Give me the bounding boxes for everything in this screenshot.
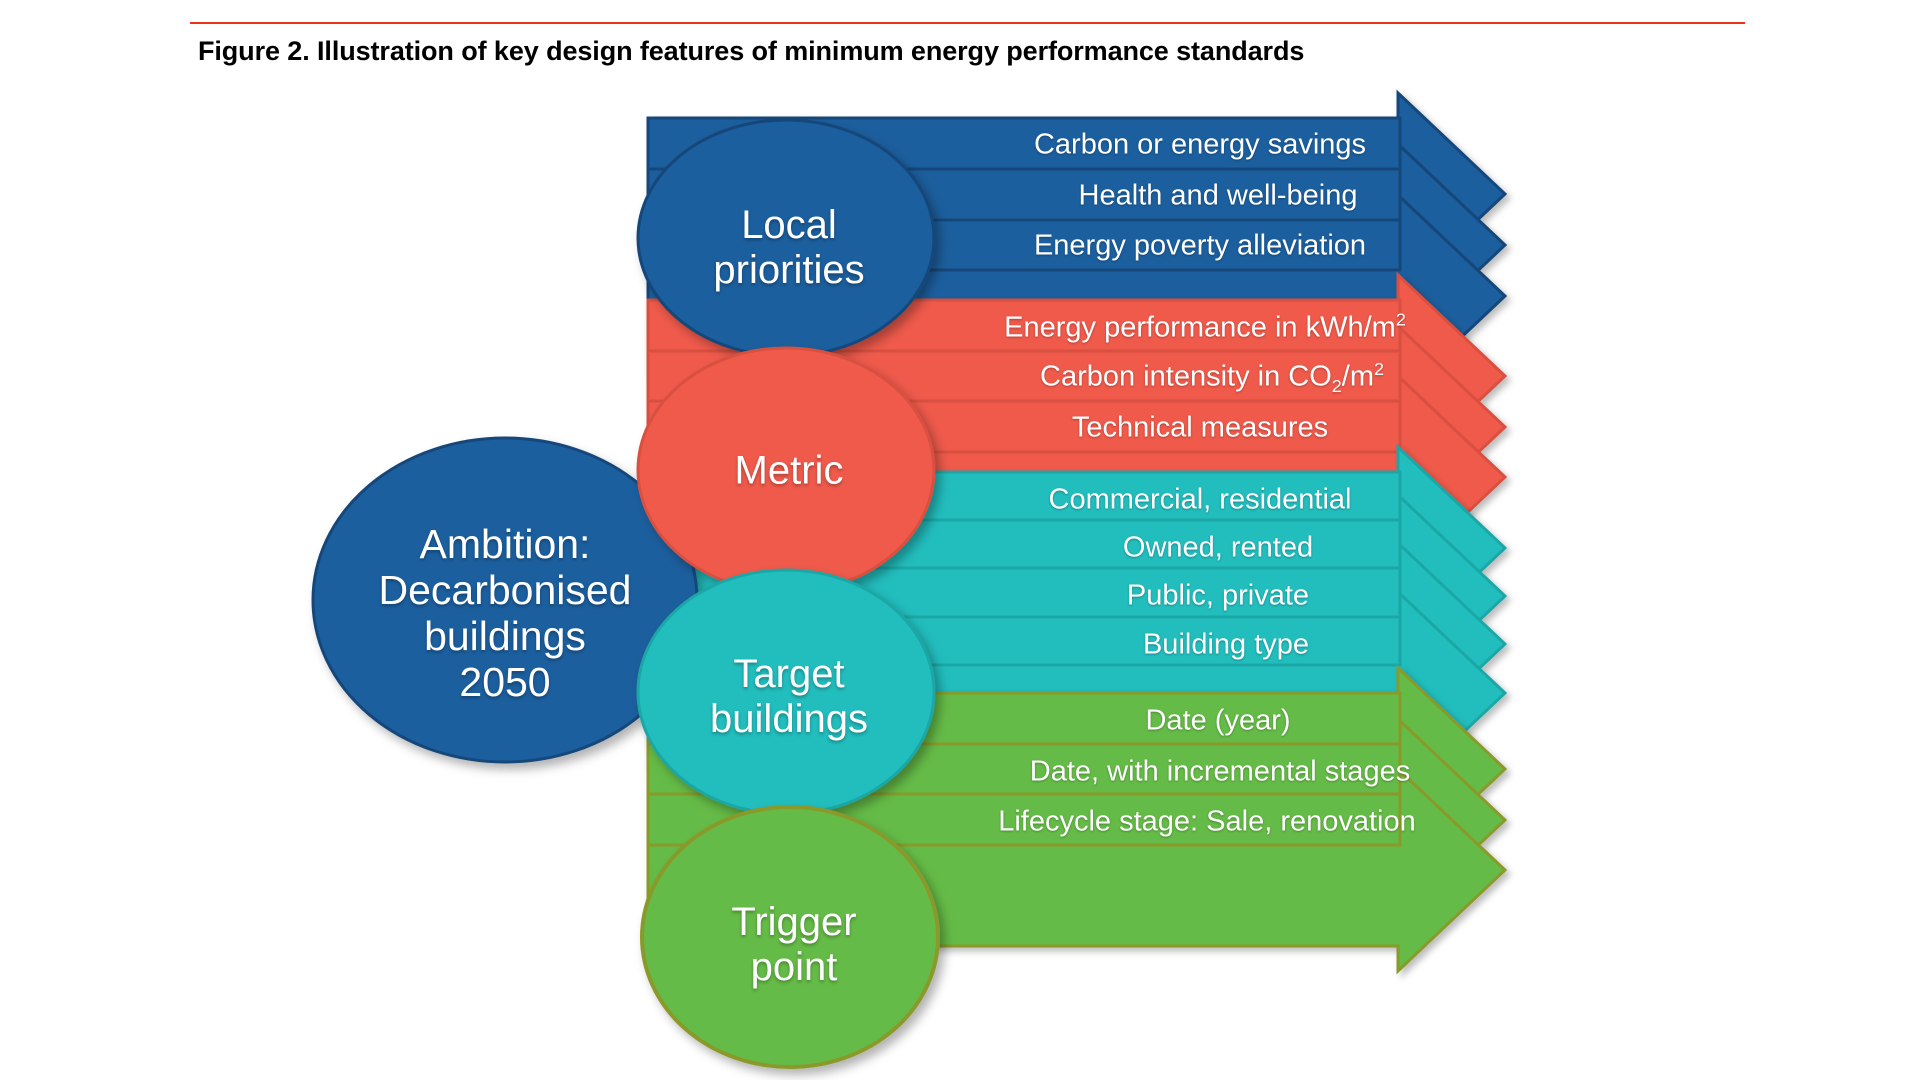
circle-target-buildings	[636, 568, 936, 816]
circle-trigger-point	[640, 805, 940, 1069]
circle-local-priorities	[636, 118, 936, 358]
title-rule	[190, 22, 1745, 24]
circle-metric	[636, 346, 936, 594]
figure-title: Figure 2. Illustration of key design fea…	[198, 36, 1305, 66]
